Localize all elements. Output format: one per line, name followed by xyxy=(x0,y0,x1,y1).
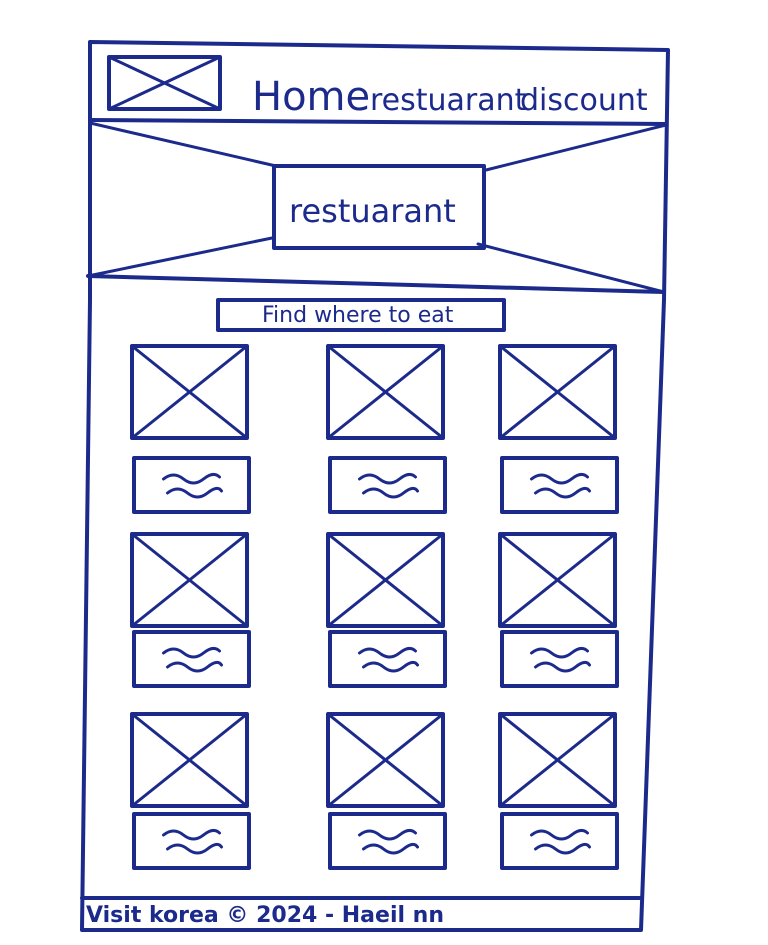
hero-banner: restuarant xyxy=(86,121,668,294)
header-divider xyxy=(88,118,668,126)
card-caption-placeholder xyxy=(500,456,619,514)
card-caption-placeholder xyxy=(500,630,619,688)
caption-squiggle xyxy=(530,472,589,485)
restaurant-card[interactable] xyxy=(326,532,447,688)
restaurant-grid xyxy=(130,344,619,870)
card-image-placeholder xyxy=(326,344,445,440)
restaurant-card[interactable] xyxy=(326,712,447,870)
card-caption-placeholder xyxy=(328,456,447,514)
card-image-placeholder xyxy=(130,532,249,628)
caption-squiggle xyxy=(166,660,223,673)
caption-squiggle xyxy=(358,472,417,485)
card-caption-placeholder xyxy=(328,812,447,870)
nav-link-home[interactable]: Home xyxy=(252,74,370,120)
card-caption-placeholder xyxy=(132,456,251,514)
restaurant-card[interactable] xyxy=(498,712,619,870)
caption-squiggle xyxy=(362,842,419,855)
card-caption-placeholder xyxy=(500,812,619,870)
find-where-to-eat-button[interactable] xyxy=(216,298,506,332)
hero-bottom-divider xyxy=(86,274,666,294)
nav-link-restaurant[interactable]: restuarant xyxy=(370,83,527,118)
caption-squiggle xyxy=(530,646,589,659)
search-section: Find where to eat xyxy=(216,298,506,332)
restaurant-card[interactable] xyxy=(326,344,447,514)
card-caption-placeholder xyxy=(328,630,447,688)
hero-title-box xyxy=(272,164,486,250)
hero-title: restuarant xyxy=(289,192,456,230)
restaurant-card[interactable] xyxy=(498,532,619,688)
caption-squiggle xyxy=(530,828,589,841)
card-image-placeholder xyxy=(498,532,617,628)
card-image-placeholder xyxy=(326,532,445,628)
footer-text: Visit korea © 2024 - Haeil nn xyxy=(86,903,444,928)
caption-squiggle xyxy=(534,660,591,673)
restaurant-card[interactable] xyxy=(130,344,251,514)
caption-squiggle xyxy=(362,660,419,673)
header-nav: Home restuarant discount xyxy=(88,55,668,126)
restaurant-card[interactable] xyxy=(498,344,619,514)
caption-squiggle xyxy=(358,646,417,659)
caption-squiggle xyxy=(362,486,419,499)
caption-squiggle xyxy=(358,828,417,841)
footer: Visit korea © 2024 - Haeil nn xyxy=(80,896,642,928)
caption-squiggle xyxy=(162,828,221,841)
caption-squiggle xyxy=(162,472,221,485)
card-image-placeholder xyxy=(130,344,249,440)
card-image-placeholder xyxy=(130,712,249,808)
nav-link-discount[interactable]: discount xyxy=(520,83,648,118)
card-caption-placeholder xyxy=(132,812,251,870)
caption-squiggle xyxy=(534,842,591,855)
caption-squiggle xyxy=(534,486,591,499)
caption-squiggle xyxy=(166,842,223,855)
caption-squiggle xyxy=(166,486,223,499)
card-image-placeholder xyxy=(498,712,617,808)
logo-placeholder-image xyxy=(107,55,222,111)
restaurant-card[interactable] xyxy=(130,532,251,688)
page-frame xyxy=(80,40,670,932)
caption-squiggle xyxy=(162,646,221,659)
card-image-placeholder xyxy=(498,344,617,440)
find-where-to-eat-label: Find where to eat xyxy=(262,303,454,328)
card-caption-placeholder xyxy=(132,630,251,688)
card-image-placeholder xyxy=(326,712,445,808)
restaurant-card[interactable] xyxy=(130,712,251,870)
